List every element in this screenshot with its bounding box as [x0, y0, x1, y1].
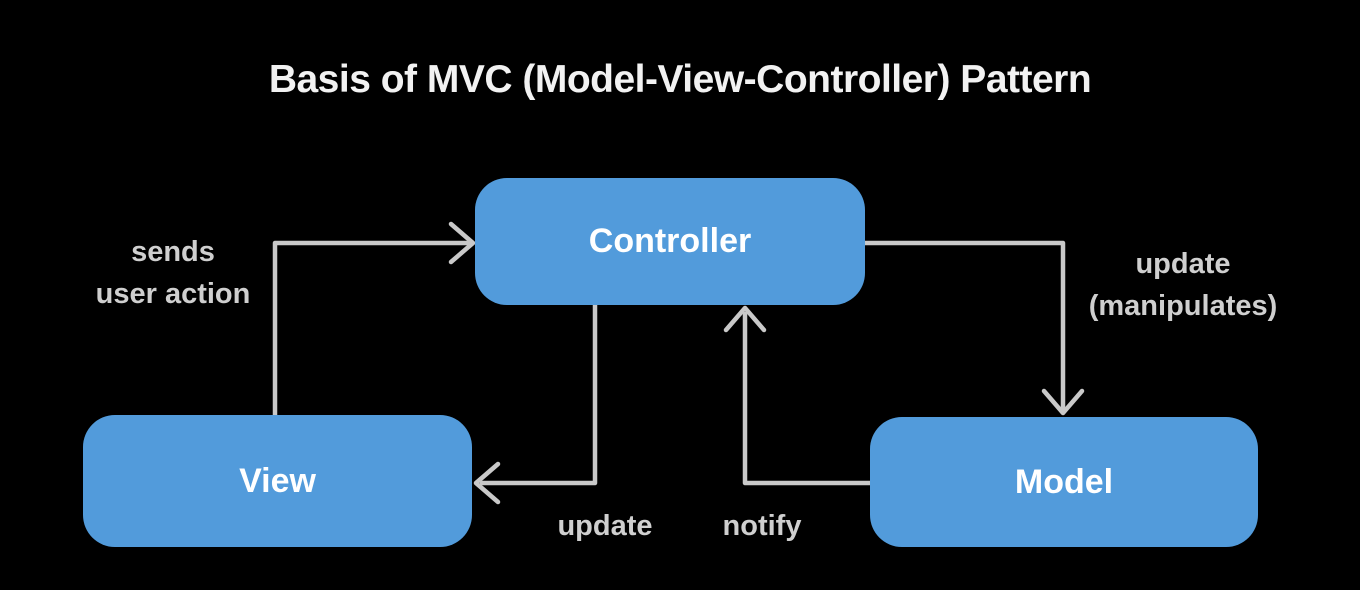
label-update-manipulates-line1: update — [1135, 248, 1231, 280]
arrow-model-to-controller — [723, 305, 870, 486]
label-update: update — [557, 510, 653, 542]
node-controller: Controller — [475, 178, 865, 305]
node-model-label: Model — [1014, 462, 1114, 501]
label-notify: notify — [722, 510, 802, 542]
arrow-view-to-controller — [272, 221, 476, 415]
node-view: View — [83, 415, 472, 547]
label-sends-line2: user action — [95, 278, 251, 310]
node-controller-label: Controller — [588, 222, 752, 260]
label-sends-line1: sends — [131, 236, 215, 268]
diagram-title: Basis of MVC (Model-View-Controller) Pat… — [268, 58, 1092, 101]
arrow-controller-to-view — [473, 305, 598, 505]
label-update-manipulates: update (manipulates) — [1068, 243, 1298, 327]
label-sends-user-action: sends user action — [43, 231, 303, 315]
arrow-controller-to-model — [865, 240, 1085, 416]
node-view-label: View — [239, 461, 316, 500]
label-update-manipulates-line2: (manipulates) — [1088, 290, 1278, 322]
node-model: Model — [870, 417, 1258, 547]
